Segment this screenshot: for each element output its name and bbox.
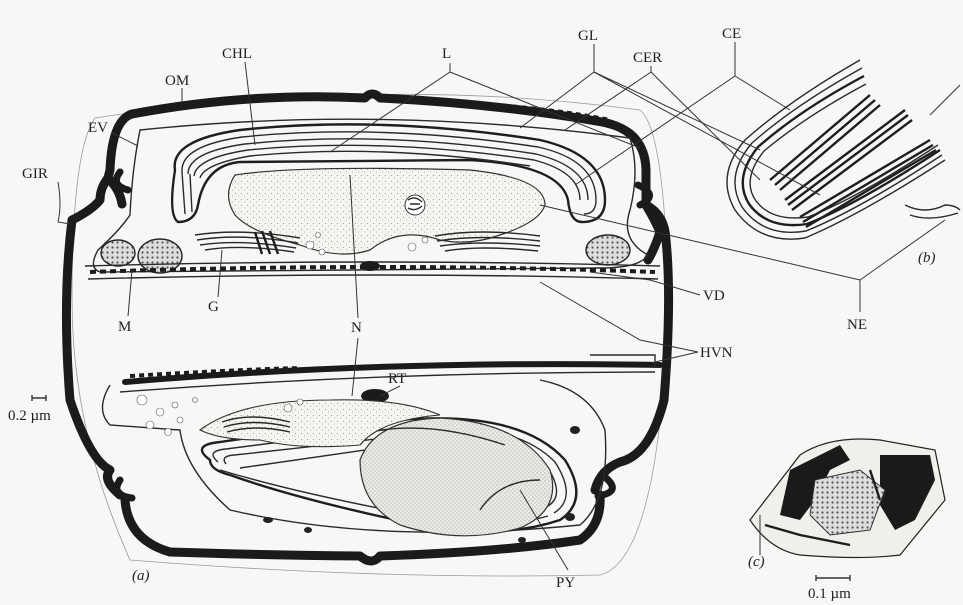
nucleus-upper (229, 168, 546, 254)
main-cell-section (66, 94, 668, 576)
label-g: G (208, 299, 219, 315)
label-rt: RT (388, 371, 406, 387)
upper-daughter-cell (85, 105, 660, 279)
lower-daughter-cell (103, 355, 661, 543)
scale-bar-c-label: 0.1 µm (808, 586, 851, 602)
mitochondrion-3 (586, 235, 630, 265)
label-gl: GL (578, 28, 598, 44)
label-ev: EV (88, 120, 108, 136)
label-gir: GIR (22, 166, 48, 182)
label-ce: CE (722, 26, 741, 42)
label-om: OM (165, 73, 189, 89)
girdle-left (66, 178, 120, 495)
label-m: M (118, 319, 131, 335)
scale-bar-main-label: 0.2 µm (8, 408, 51, 424)
mitochondrion-1 (101, 240, 135, 266)
inset-c-girdle-detail (750, 439, 945, 558)
pyrenoid (360, 418, 553, 536)
label-ne: NE (847, 317, 867, 333)
inset-b-chloroplast-edge (727, 60, 960, 239)
nucleolus (405, 195, 425, 215)
label-hvn: HVN (700, 345, 733, 361)
label-chl: CHL (222, 46, 252, 62)
panel-label-a: (a) (132, 568, 150, 584)
panel-label-b: (b) (918, 250, 936, 266)
label-vd: VD (703, 288, 725, 304)
label-cer: CER (633, 50, 662, 66)
label-l: L (442, 46, 451, 62)
label-py: PY (556, 575, 575, 591)
label-n: N (351, 320, 362, 336)
panel-label-c: (c) (748, 554, 765, 570)
